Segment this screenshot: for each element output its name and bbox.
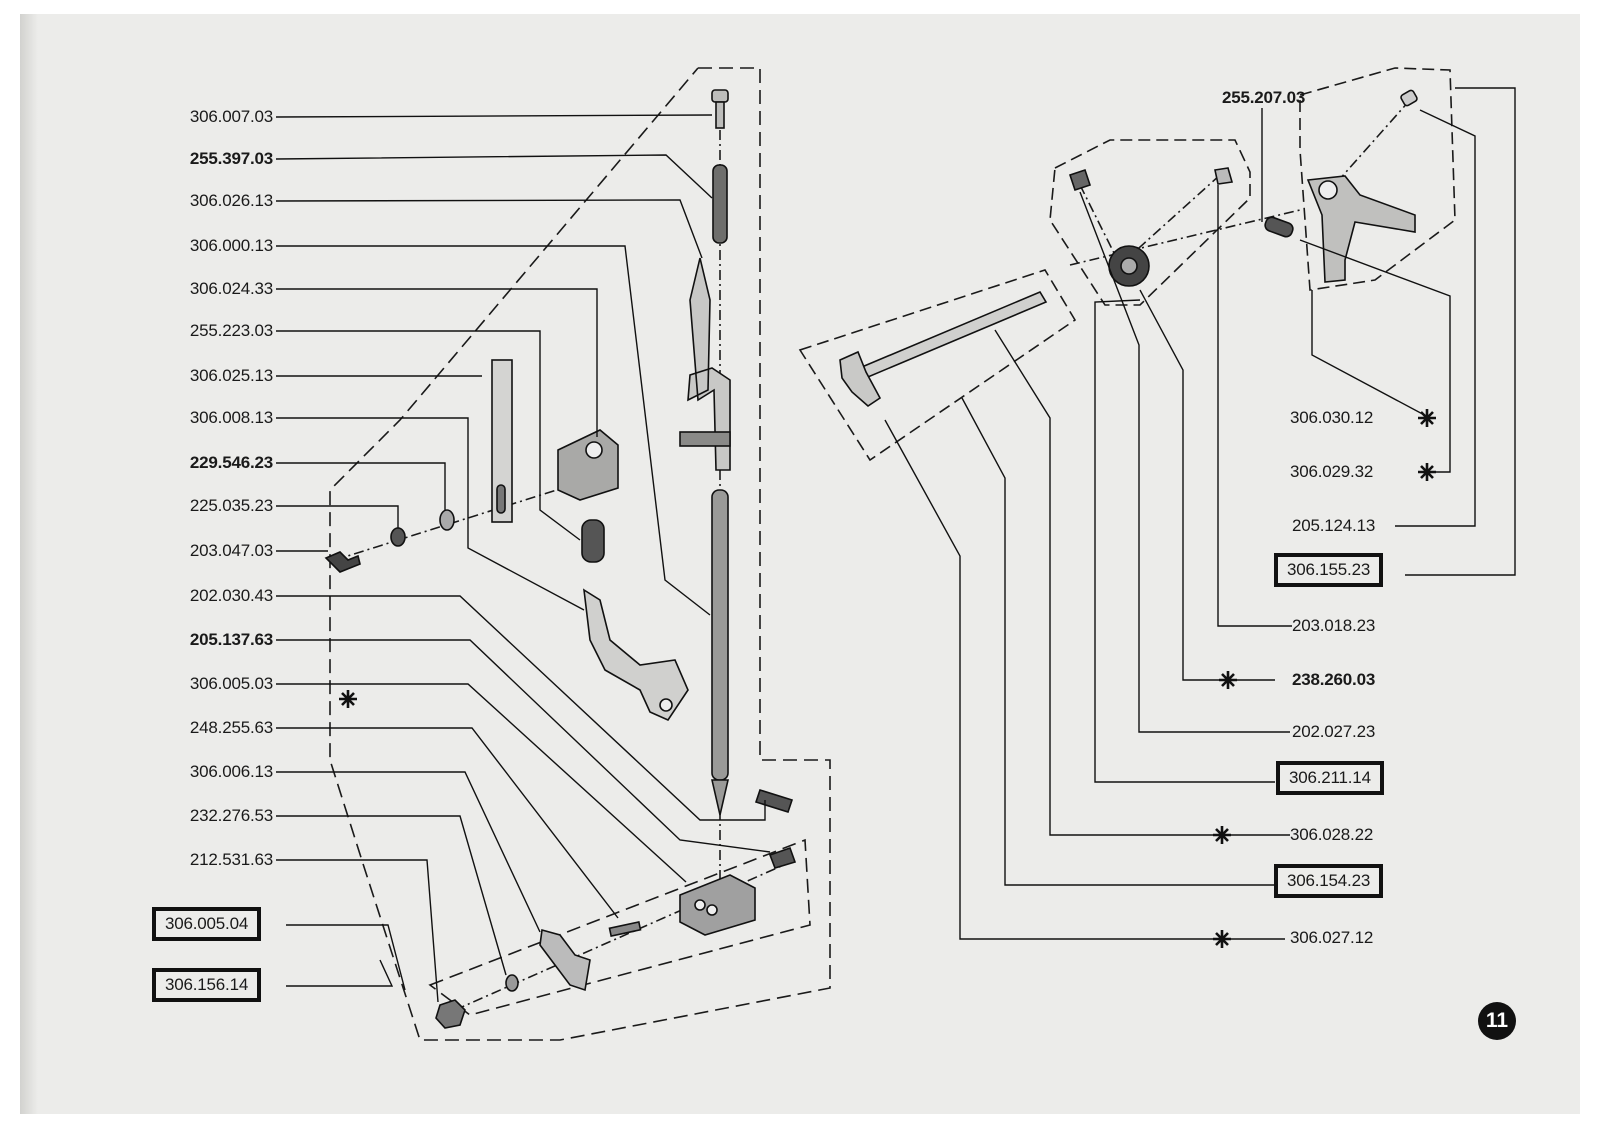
pin-part [754, 789, 794, 813]
needle-bar-part [711, 489, 729, 781]
part-label-232-276-53: 232.276.53 [189, 806, 273, 825]
binding-shadow [20, 14, 38, 1114]
guide-plate-part [491, 359, 513, 523]
part-label-202-027-23: 202.027.23 [1292, 722, 1376, 741]
screw-shank [715, 101, 725, 129]
lower-screw-part [768, 846, 797, 869]
part-label-306-026-13: 306.026.13 [189, 191, 273, 210]
part-label-306-029-32: 306.029.32 [1290, 462, 1374, 481]
boxed-part-label-306-155-23: 306.155.23 [1274, 553, 1384, 587]
hinge-lever-part [1306, 175, 1416, 283]
asterisk-icon [1219, 671, 1237, 689]
clamp-block-part [679, 874, 756, 936]
part-label-212-531-63: 212.531.63 [189, 850, 273, 869]
spring-part [712, 164, 728, 244]
part-label-255-397-03: 255.397.03 [189, 149, 273, 168]
small-screw-part [324, 551, 361, 573]
needle-part [608, 921, 642, 937]
curved-lever-part [583, 588, 689, 722]
asterisk-icon [1213, 930, 1231, 948]
asterisk-icon [339, 690, 357, 708]
right-collar-outline [1049, 139, 1251, 306]
part-label-306-008-13: 306.008.13 [189, 408, 273, 427]
part-label-306-007-03: 306.007.03 [189, 107, 273, 126]
disc-part [390, 527, 406, 547]
part-label-255-207-03: 255.207.03 [1222, 88, 1306, 107]
washer-part [439, 509, 455, 531]
shaft-crank [839, 350, 882, 408]
screw-left-collar [1068, 168, 1092, 192]
knurled-nut-part [435, 999, 466, 1029]
part-label-229-546-23: 229.546.23 [189, 453, 273, 472]
part-label-205-124-13: 205.124.13 [1292, 516, 1376, 535]
part-label-306-025-13: 306.025.13 [189, 366, 273, 385]
small-spring-right [1264, 216, 1294, 238]
page-number-badge: 11 [1478, 1002, 1516, 1040]
asterisk-icon [1418, 409, 1436, 427]
part-label-306-024-33: 306.024.33 [189, 279, 273, 298]
shaft-part [848, 290, 1048, 384]
part-label-203-018-23: 203.018.23 [1292, 616, 1376, 635]
asterisk-icon [1418, 463, 1436, 481]
asterisk-markers [339, 409, 1436, 948]
part-label-255-223-03: 255.223.03 [189, 321, 273, 340]
part-label-306-030-12: 306.030.12 [1290, 408, 1374, 427]
part-label-306-028-22: 306.028.22 [1290, 825, 1374, 844]
right-hinge-outline [1299, 67, 1456, 291]
left-assembly-outline [329, 67, 831, 1041]
small-washer-part [505, 974, 519, 992]
screw-right-collar [1214, 167, 1234, 185]
lever-part [687, 257, 731, 471]
part-label-238-260-03: 238.260.03 [1292, 670, 1376, 689]
part-label-248-255-63: 248.255.63 [189, 718, 273, 737]
part-label-202-030-43: 202.030.43 [189, 586, 273, 605]
part-label-306-006-13: 306.006.13 [189, 762, 273, 781]
tension-block-part [557, 429, 619, 501]
screw-part [711, 89, 729, 103]
boxed-part-label-306-154-23: 306.154.23 [1274, 864, 1384, 898]
part-label-205-137-63: 205.137.63 [189, 630, 273, 649]
boxed-part-label-306-005-04: 306.005.04 [152, 907, 262, 941]
boxed-part-label-306-211-14: 306.211.14 [1276, 761, 1384, 795]
asterisk-icon [1213, 826, 1231, 844]
coil-spring-part [581, 519, 605, 563]
part-label-306-027-12: 306.027.12 [1290, 928, 1374, 947]
part-label-203-047-03: 203.047.03 [189, 541, 273, 560]
wing-lever-part [539, 928, 591, 992]
boxed-part-label-306-156-14: 306.156.14 [152, 968, 262, 1002]
part-label-306-000-13: 306.000.13 [189, 236, 273, 255]
screw-top-right [1400, 89, 1418, 107]
needle-point [710, 779, 730, 816]
left-subassembly-outline [428, 838, 811, 1016]
right-shaft-outline [798, 269, 1077, 462]
bracket-part [679, 431, 731, 447]
part-label-225-035-23: 225.035.23 [189, 496, 273, 515]
part-label-306-005-03: 306.005.03 [189, 674, 273, 693]
